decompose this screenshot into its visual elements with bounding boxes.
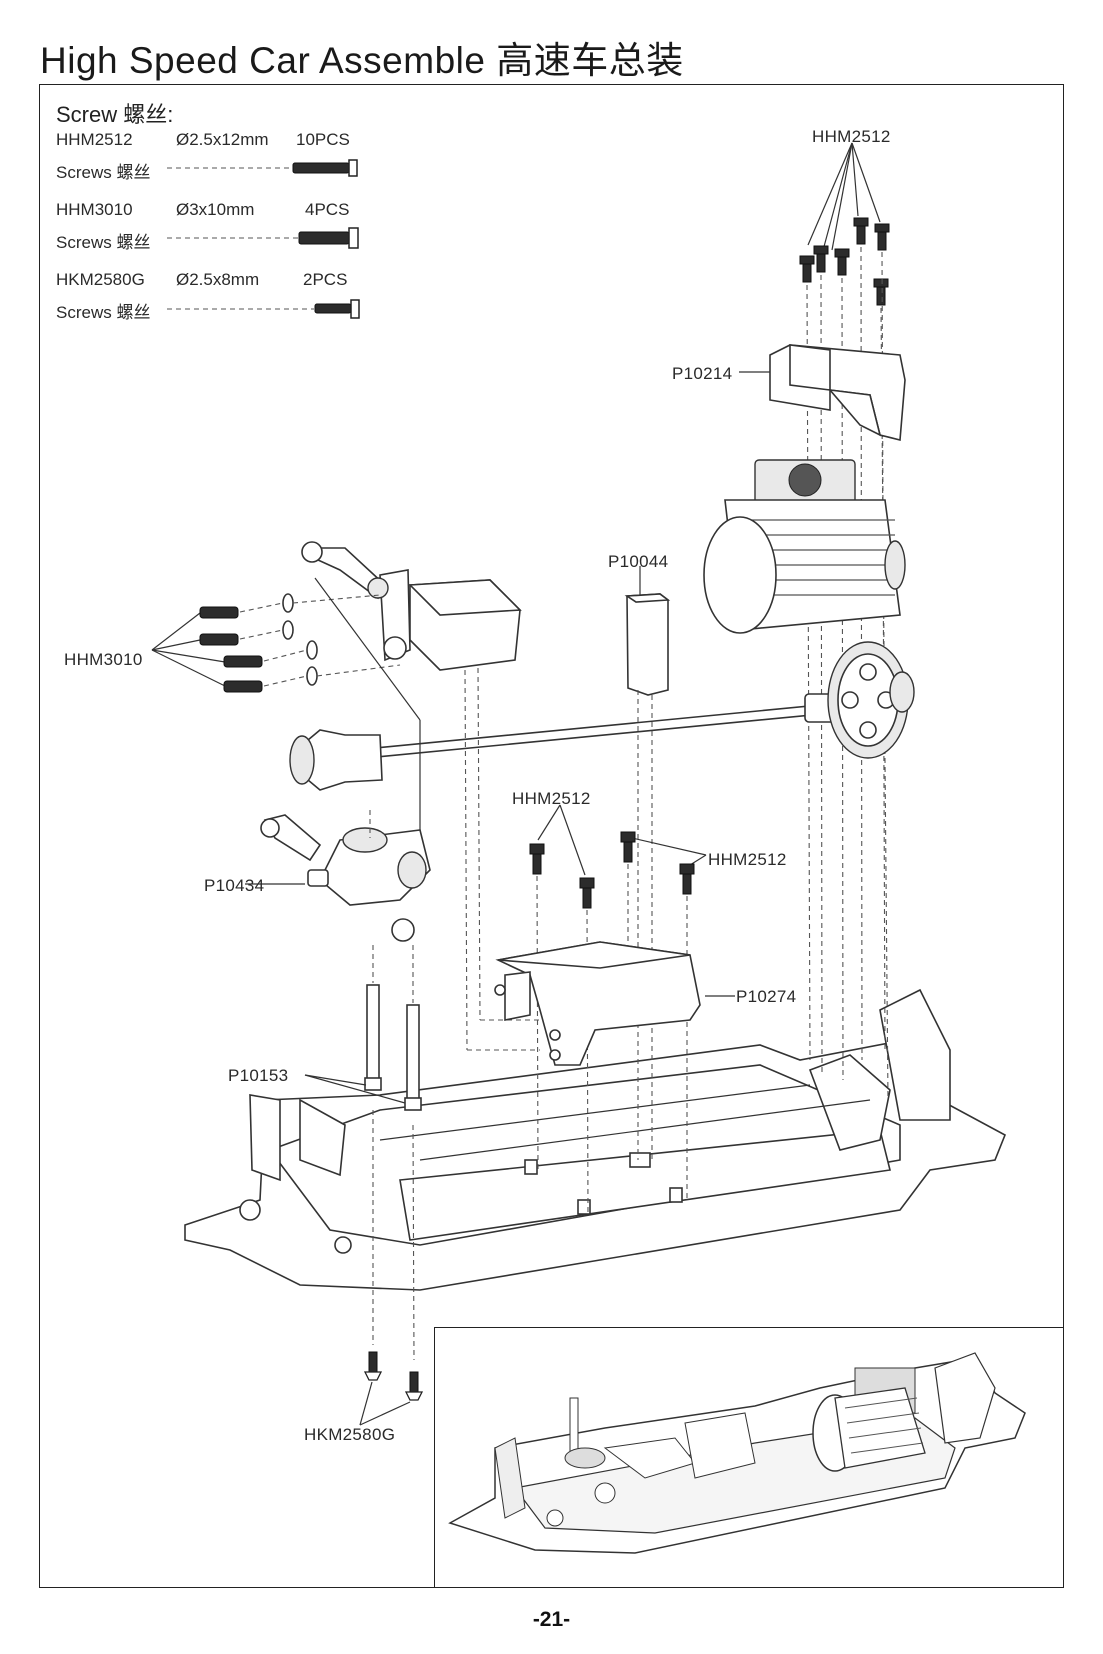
page-title: High Speed Car Assemble 高速车总装 <box>40 40 684 81</box>
callout-p10274: P10274 <box>736 987 797 1006</box>
screw-qty-hhm2512: 10PCS <box>296 130 350 149</box>
chassis <box>184 988 1007 1291</box>
block-p10044 <box>624 566 671 1160</box>
callout-hhm3010: HHM3010 <box>64 650 143 669</box>
screw-label-hhm2512: Screws 螺丝 <box>56 163 151 182</box>
callout-hhm2512-top: HHM2512 <box>812 127 891 146</box>
servo-mount-p10274 <box>494 941 735 1066</box>
hkm2580g-screws <box>359 1351 424 1426</box>
screw-size-hhm2512: Ø2.5x12mm <box>176 130 269 149</box>
screw-size-hkm2580g: Ø2.5x8mm <box>176 270 260 289</box>
assembled-car-illustration <box>448 1352 1026 1554</box>
drive-shaft-and-spur-gear <box>289 641 915 791</box>
motor-cover-p10214 <box>739 344 906 442</box>
screw-qty-hkm2580g: 2PCS <box>303 270 348 289</box>
screw-qty-hhm3010: 4PCS <box>305 200 350 219</box>
callout-hhm2512-mid-left: HHM2512 <box>512 789 591 808</box>
callout-p10044: P10044 <box>608 552 669 571</box>
screw-list-icons <box>167 159 360 319</box>
screw-list-heading: Screw 螺丝: <box>56 102 174 127</box>
callout-p10214: P10214 <box>672 364 733 383</box>
screw-label-hhm3010: Screws 螺丝 <box>56 233 151 252</box>
middle-screws <box>529 804 707 1216</box>
callout-hkm2580g: HKM2580G <box>304 1425 396 1444</box>
screw-code-hhm3010: HHM3010 <box>56 200 133 219</box>
servo <box>301 541 540 1051</box>
motor-with-fan <box>703 459 906 634</box>
screw-label-hkm2580g: Screws 螺丝 <box>56 303 151 322</box>
screw-size-hhm3010: Ø3x10mm <box>176 200 255 219</box>
screw-code-hhm2512: HHM2512 <box>56 130 133 149</box>
steering-assembly-p10434 <box>245 577 431 942</box>
assembled-view-inset <box>434 1327 1064 1588</box>
posts-p10153 <box>304 945 422 1361</box>
callout-p10434: P10434 <box>204 876 265 895</box>
page-number: -21- <box>532 1608 571 1631</box>
hhm3010-screws <box>151 593 401 693</box>
callout-hhm2512-mid-right: HHM2512 <box>708 850 787 869</box>
screw-code-hkm2580g: HKM2580G <box>56 270 145 289</box>
callout-p10153: P10153 <box>228 1066 289 1085</box>
